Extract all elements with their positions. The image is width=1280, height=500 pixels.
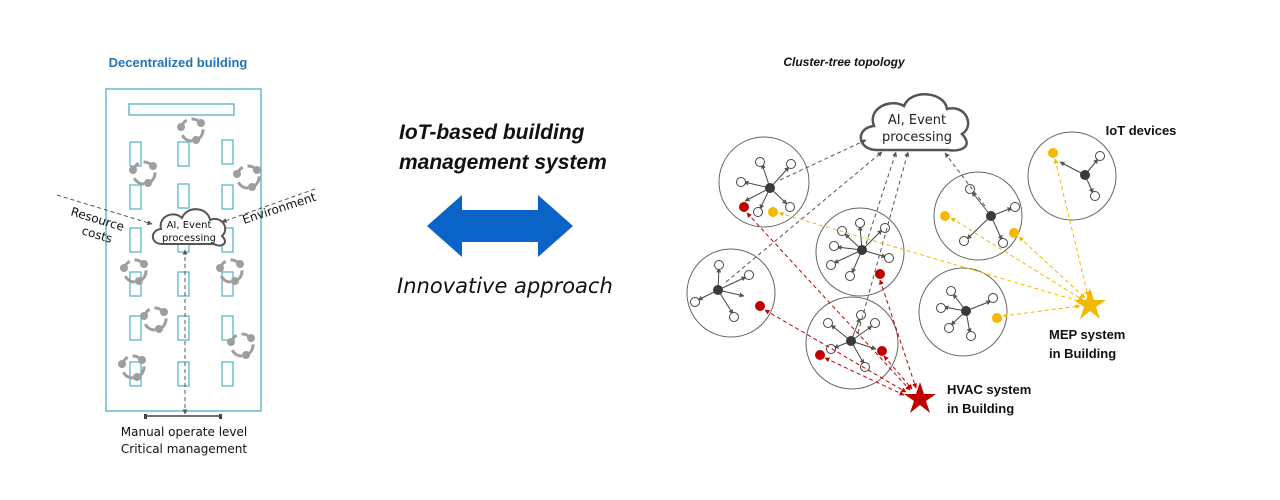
mep-star-icon xyxy=(1074,288,1106,319)
mep-label-line2: in Building xyxy=(1049,346,1116,361)
right-cloud-line1: AI, Event xyxy=(888,113,946,128)
left-cloud-line2: processing xyxy=(162,233,216,244)
hvac-label-line1: HVAC system xyxy=(947,382,1031,397)
headline-line2: management system xyxy=(399,151,607,174)
building-floorplan xyxy=(105,88,263,412)
double-arrow-icon xyxy=(427,195,573,257)
left-cloud-line1: AI, Event xyxy=(167,220,212,231)
left-title: Decentralized building xyxy=(109,55,248,70)
headline-line1: IoT-based building xyxy=(399,121,585,144)
subtitle: Innovative approach xyxy=(397,274,613,298)
hvac-star-icon xyxy=(904,382,936,413)
mep-nodes xyxy=(768,148,1058,323)
right-cloud-line2: processing xyxy=(882,130,952,145)
mep-label-line1: MEP system xyxy=(1049,327,1125,342)
right-title: Cluster-tree topology xyxy=(783,55,906,69)
cloud-links xyxy=(725,139,986,334)
hvac-label-line2: in Building xyxy=(947,401,1014,416)
left-connectors xyxy=(56,188,316,415)
iot-devices-label: IoT devices xyxy=(1106,123,1177,138)
footer-line2: Critical management xyxy=(121,442,247,456)
mep-links xyxy=(778,158,1090,318)
people-cluster-icon xyxy=(177,117,205,144)
hvac-nodes xyxy=(739,202,887,360)
footer-line1: Manual operate level xyxy=(121,425,248,439)
label-environment: Environment xyxy=(241,190,318,227)
left-cloud-icon xyxy=(151,208,227,247)
right-cloud-icon xyxy=(859,93,970,152)
